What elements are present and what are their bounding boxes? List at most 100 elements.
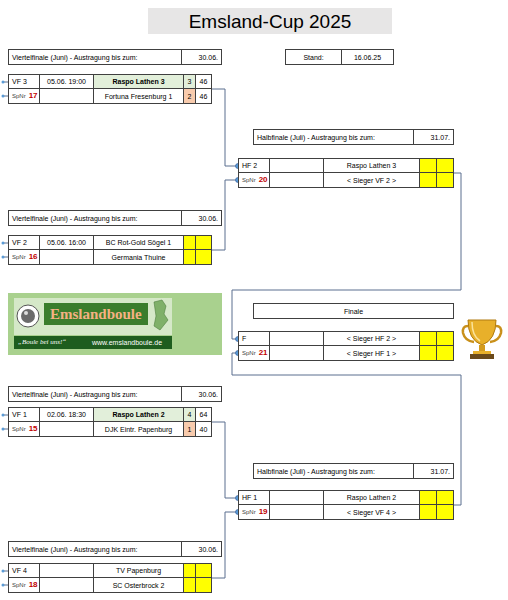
cell: < Sieger HF 2 > <box>323 332 419 345</box>
cell: Raspo Lathen 3 <box>323 159 419 172</box>
match-row: VF 102.06. 18:30Raspo Lathen 2464 <box>9 408 211 422</box>
match-row: HF 1Raspo Lathen 2 <box>239 491 453 505</box>
game-number: 19 <box>259 508 268 516</box>
cell: SpNr18 <box>9 578 39 592</box>
cell-text: Fortuna Fresenburg 1 <box>105 93 173 100</box>
round-header: Finale <box>253 303 454 319</box>
cell-text: VF 4 <box>12 567 27 574</box>
cell: < Sieger VF 2 > <box>323 173 419 187</box>
cell-text: 02.06. 18:30 <box>47 411 86 418</box>
cell-text: 30.06. <box>199 546 218 553</box>
match-row: VF 2 05.06. 16:00 BC Rot-Gold Sögel 1 <box>9 236 211 250</box>
cell: 02.06. 18:30 <box>39 408 93 421</box>
cell: 46 <box>195 75 211 88</box>
cell: Halbfinale (Juli) - Austragung bis zum: <box>254 130 413 144</box>
cell <box>39 250 93 264</box>
cell: F <box>239 332 269 345</box>
spnr-label: SpNr <box>242 350 256 356</box>
cell-text: Halbfinale (Juli) - Austragung bis zum: <box>257 134 375 141</box>
cell: Raspo Lathen 2 <box>323 491 419 504</box>
round-header: Viertelfinale (Juni) - Austragung bis zu… <box>8 210 222 226</box>
cell <box>419 332 436 345</box>
cell-text: VF 2 <box>12 239 27 246</box>
bracket-connector <box>212 422 238 498</box>
match-box: HF 1Raspo Lathen 2SpNr19< Sieger VF 4 > <box>238 490 454 520</box>
match-box: VF 102.06. 18:30Raspo Lathen 2464SpNr15D… <box>8 407 212 437</box>
cell-text: Stand: <box>303 54 323 61</box>
cell-text: 40 <box>200 426 208 433</box>
logo-banner <box>44 303 148 325</box>
logo-strip <box>14 336 172 349</box>
feed-dot <box>2 256 5 259</box>
cell: VF 1 <box>9 408 39 421</box>
cell-text: Viertelfinale (Juni) - Austragung bis zu… <box>12 391 138 398</box>
cell-text: Finale <box>344 308 363 315</box>
cell <box>419 505 436 519</box>
cell-text: 05.06. 19:00 <box>47 78 86 85</box>
cell-text: < Sieger VF 2 > <box>347 177 396 184</box>
game-number: 21 <box>259 349 268 357</box>
match-row: Viertelfinale (Juni) - Austragung bis zu… <box>9 387 221 401</box>
cell-text: < Sieger HF 1 > <box>347 350 396 357</box>
cell-text: DJK Eintr. Papenburg <box>105 426 172 433</box>
cell-text: Raspo Lathen 2 <box>347 494 396 501</box>
cell: 2 <box>183 89 195 103</box>
cell <box>436 332 453 345</box>
bracket-connector <box>232 353 461 505</box>
cell <box>195 564 211 577</box>
cell: SpNr19 <box>239 505 269 519</box>
match-row: SpNr16 Germania Thuine <box>9 250 211 264</box>
bracket-connector <box>212 89 238 166</box>
feed-dot <box>2 584 5 587</box>
spnr-label: SpNr <box>242 509 256 515</box>
match-row: F < Sieger HF 2 > <box>239 332 453 346</box>
match-row: Viertelfinale (Juni) - Austragung bis zu… <box>9 50 221 64</box>
spnr-label: SpNr <box>12 426 26 432</box>
cell: Viertelfinale (Juni) - Austragung bis zu… <box>9 542 181 556</box>
cell: SpNr16 <box>9 250 39 264</box>
logo-map <box>154 300 168 330</box>
match-row: Halbfinale (Juli) - Austragung bis zum:3… <box>254 464 453 478</box>
cell <box>269 491 323 504</box>
cell: Stand: <box>286 50 341 64</box>
cell <box>419 346 436 360</box>
cell: Raspo Lathen 2 <box>93 408 183 421</box>
logo-image <box>14 298 172 335</box>
status-box: Stand:16.06.25 <box>285 49 394 65</box>
cell: 40 <box>195 422 211 436</box>
bracket-connector <box>232 173 461 339</box>
cell <box>269 173 323 187</box>
game-number: 18 <box>29 581 38 589</box>
cell: Finale <box>254 304 453 318</box>
title: Emsland-Cup 2025 <box>148 8 392 34</box>
match-row: SpNr20< Sieger VF 2 > <box>239 173 453 187</box>
cell: 4 <box>183 408 195 421</box>
cell: SC Osterbrock 2 <box>93 578 183 592</box>
cell-text: 31.07. <box>431 134 450 141</box>
cell: 1 <box>183 422 195 436</box>
match-row: VF 305.06. 19:00Raspo Lathen 3346 <box>9 75 211 89</box>
spnr-label: SpNr <box>12 582 26 588</box>
cell <box>436 346 453 360</box>
game-number: 20 <box>259 176 268 184</box>
cell-text: 46 <box>200 78 208 85</box>
logo-ball <box>24 311 28 315</box>
match-row: SpNr19< Sieger VF 4 > <box>239 505 453 519</box>
cell: Raspo Lathen 3 <box>93 75 183 88</box>
cell <box>419 159 436 172</box>
logo-ball <box>21 309 35 323</box>
cell-text: 05.06. 16:00 <box>47 239 86 246</box>
cell <box>39 578 93 592</box>
cell: BC Rot-Gold Sögel 1 <box>93 236 183 249</box>
match-row: VF 4TV Papenburg <box>9 564 211 578</box>
cell: 05.06. 16:00 <box>39 236 93 249</box>
cell-text: Germania Thuine <box>112 254 166 261</box>
cell-text: 2 <box>188 93 192 100</box>
round-header: Viertelfinale (Juni) - Austragung bis zu… <box>8 541 222 557</box>
feed-dot <box>2 95 5 98</box>
match-row: HF 2Raspo Lathen 3 <box>239 159 453 173</box>
match-row: Finale <box>254 304 453 318</box>
round-header: Viertelfinale (Juni) - Austragung bis zu… <box>8 386 222 402</box>
cell: 30.06. <box>181 50 221 64</box>
cell: 30.06. <box>181 542 221 556</box>
